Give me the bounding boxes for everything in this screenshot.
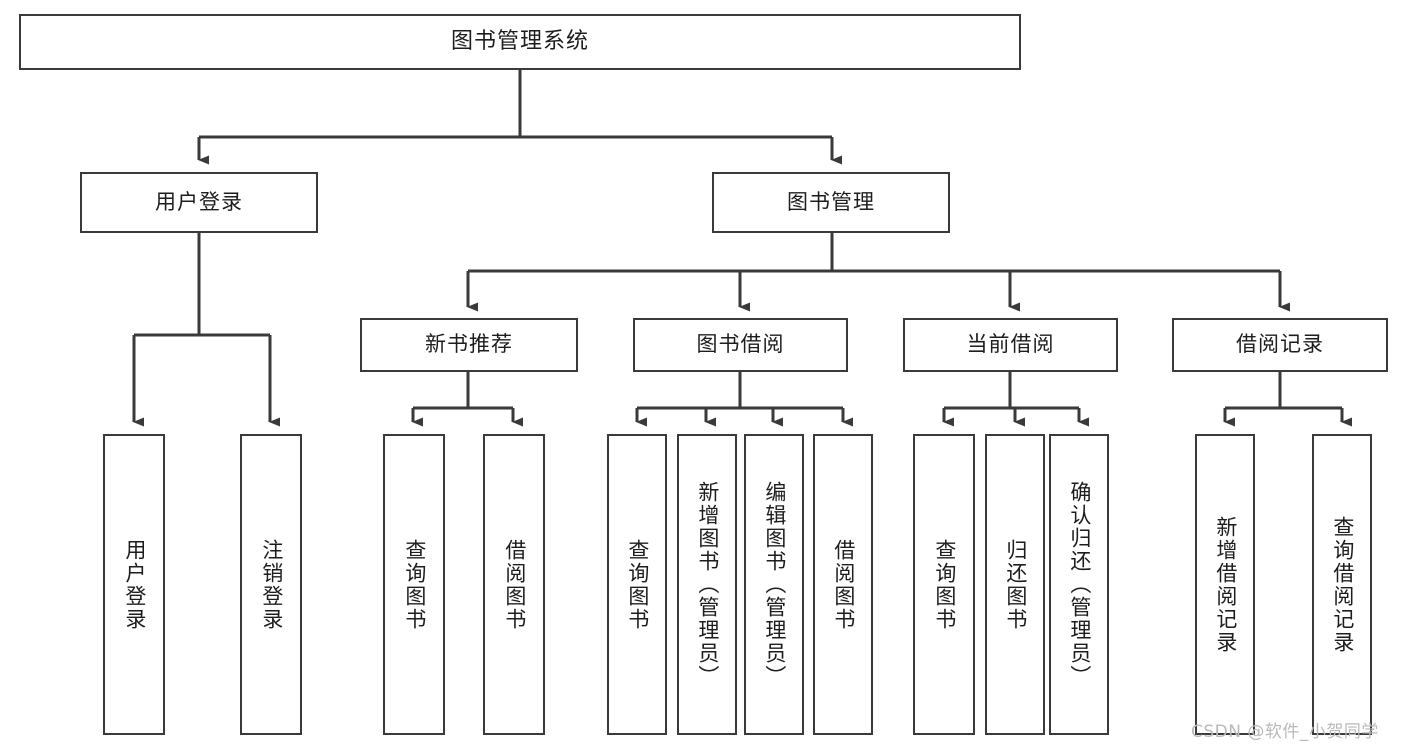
- leaf-user-login-login[interactable]: 用户登录: [103, 434, 165, 735]
- watermark-credit: CSDN @软件_小贺同学: [1191, 722, 1379, 742]
- leaf-user-login-logout[interactable]: 注销登录: [240, 434, 302, 735]
- node-book-management[interactable]: 图书管理: [712, 172, 950, 233]
- leaf-book-borrow-add-admin[interactable]: 新增图书（管理员）: [677, 434, 737, 735]
- node-new-book-recommend[interactable]: 新书推荐: [360, 318, 578, 372]
- leaf-current-borrow-confirm-admin[interactable]: 确认归还（管理员）: [1049, 434, 1109, 735]
- leaf-borrow-record-query[interactable]: 查询借阅记录: [1312, 434, 1372, 735]
- node-borrow-record[interactable]: 借阅记录: [1172, 318, 1388, 372]
- node-root-system[interactable]: 图书管理系统: [19, 14, 1021, 70]
- node-user-login[interactable]: 用户登录: [80, 172, 318, 233]
- node-current-borrow[interactable]: 当前借阅: [903, 318, 1118, 372]
- leaf-book-borrow-query[interactable]: 查询图书: [607, 434, 667, 735]
- leaf-current-borrow-return[interactable]: 归还图书: [985, 434, 1045, 735]
- leaf-borrow-record-add[interactable]: 新增借阅记录: [1195, 434, 1255, 735]
- leaf-book-borrow-edit-admin[interactable]: 编辑图书（管理员）: [744, 434, 804, 735]
- leaf-book-borrow-borrow[interactable]: 借阅图书: [813, 434, 873, 735]
- leaf-new-book-query[interactable]: 查询图书: [383, 434, 445, 735]
- leaf-new-book-borrow[interactable]: 借阅图书: [483, 434, 545, 735]
- node-book-borrow[interactable]: 图书借阅: [633, 318, 848, 372]
- leaf-current-borrow-query[interactable]: 查询图书: [913, 434, 975, 735]
